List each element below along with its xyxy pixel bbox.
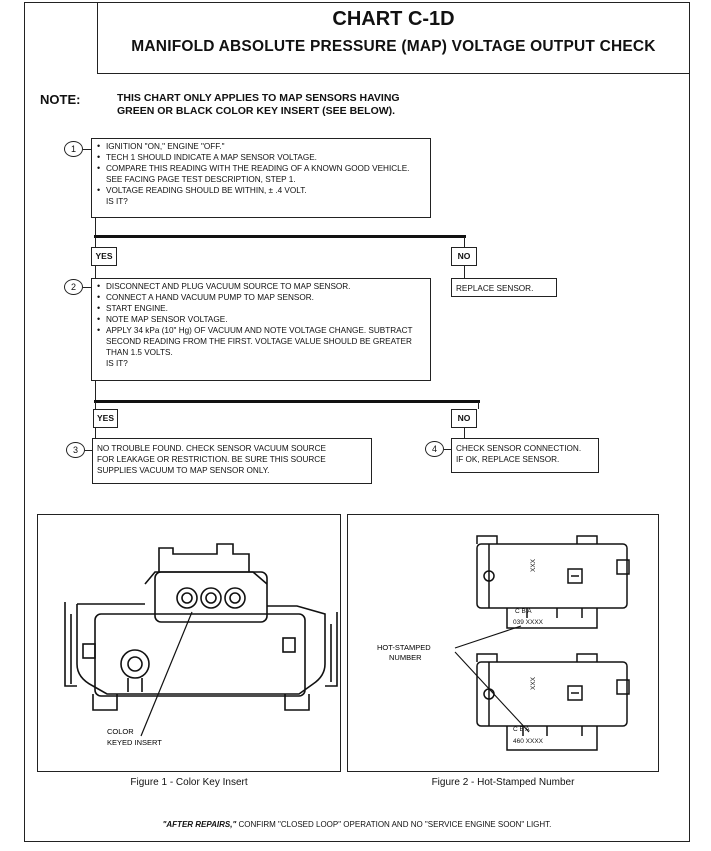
page-frame xyxy=(24,2,690,842)
step-4-line: IF OK, REPLACE SENSOR. xyxy=(456,455,560,464)
step-1-number: 1 xyxy=(64,141,83,157)
top-stamp-code: 039 XXXX xyxy=(513,619,544,626)
hot-stamped-sensors-drawing: XXX XXX C B A 039 XXXX C B A 460 XXXX HO… xyxy=(377,535,630,751)
step-4-connector xyxy=(444,449,451,450)
note-label: NOTE: xyxy=(40,92,81,107)
replace-sensor-box: REPLACE SENSOR. xyxy=(451,278,557,297)
chart-subtitle: MANIFOLD ABSOLUTE PRESSURE (MAP) VOLTAGE… xyxy=(131,38,656,55)
step-1-box: IGNITION "ON," ENGINE "OFF." TECH 1 SHOU… xyxy=(91,138,431,218)
step-3-number: 3 xyxy=(66,442,85,458)
figure-1-callout-line-1: COLOR xyxy=(107,727,134,736)
yes-1-box: YES xyxy=(91,247,117,266)
step-2-connector xyxy=(83,287,91,288)
note-line-2: GREEN OR BLACK COLOR KEY INSERT (SEE BEL… xyxy=(117,105,396,117)
step-2-number: 2 xyxy=(64,279,83,295)
step-3-line: FOR LEAKAGE OR RESTRICTION. BE SURE THIS… xyxy=(97,455,326,464)
yes-2-box: YES xyxy=(93,409,118,428)
figure-1-panel xyxy=(37,514,341,772)
yes-2-stem xyxy=(95,402,96,409)
step-1-bullet: COMPARE THIS READING WITH THE READING OF… xyxy=(97,163,426,185)
step-2-down-line xyxy=(95,381,96,401)
footer-emphasis: "AFTER REPAIRS," xyxy=(162,820,237,829)
step-2-bullet: NOTE MAP SENSOR VOLTAGE. xyxy=(97,314,426,325)
figure-1-caption: Figure 1 - Color Key Insert xyxy=(130,777,248,788)
no-1-stem xyxy=(464,237,465,247)
no-2-down-line xyxy=(464,428,465,438)
step-4-line: CHECK SENSOR CONNECTION. xyxy=(456,444,582,453)
title-box xyxy=(97,2,690,74)
top-pin-labels: C B A xyxy=(515,608,532,615)
step-1-connector xyxy=(83,149,91,150)
bottom-side-mark: XXX xyxy=(530,676,537,690)
note-line-1: THIS CHART ONLY APPLIES TO MAP SENSORS H… xyxy=(117,92,400,104)
step-1-down-line xyxy=(95,218,96,236)
figure-2-caption: Figure 2 - Hot-Stamped Number xyxy=(431,777,575,788)
branch-1-bar xyxy=(94,235,466,238)
step-4-number: 4 xyxy=(425,441,444,457)
bottom-stamp-code: 460 XXXX xyxy=(513,738,544,745)
step-3-connector xyxy=(85,450,92,451)
no-1-down-line xyxy=(464,266,465,278)
step-1-bullet: VOLTAGE READING SHOULD BE WITHIN, ± .4 V… xyxy=(97,185,426,196)
step-3-line: NO TROUBLE FOUND. CHECK SENSOR VACUUM SO… xyxy=(97,444,326,453)
branch-2-bar xyxy=(94,400,480,403)
step-1-question: IS IT? xyxy=(106,197,128,206)
no-2-stem xyxy=(478,402,479,409)
step-1-bullet: TECH 1 SHOULD INDICATE A MAP SENSOR VOLT… xyxy=(97,152,426,163)
footer-text: CONFIRM "CLOSED LOOP" OPERATION AND NO "… xyxy=(236,820,552,829)
step-3-line: SUPPLIES VACUUM TO MAP SENSOR ONLY. xyxy=(97,466,270,475)
step-2-box: DISCONNECT AND PLUG VACUUM SOURCE TO MAP… xyxy=(91,278,431,381)
step-2-bullet: DISCONNECT AND PLUG VACUUM SOURCE TO MAP… xyxy=(97,281,426,292)
step-4-box: CHECK SENSOR CONNECTION. IF OK, REPLACE … xyxy=(451,438,599,473)
step-2-question: IS IT? xyxy=(106,359,128,368)
figure-2-callout-line-2: NUMBER xyxy=(389,653,422,662)
no-2-box: NO xyxy=(451,409,477,428)
figure-1-callout-line-2: KEYED INSERT xyxy=(107,738,162,747)
yes-1-stem xyxy=(95,237,96,247)
step-2-bullet: START ENGINE. xyxy=(97,303,426,314)
figure-2-callout-line-1: HOT-STAMPED xyxy=(377,643,431,652)
yes-1-down-line xyxy=(95,266,96,278)
chart-title: CHART C-1D xyxy=(332,8,455,30)
step-2-bullet: APPLY 34 kPa (10" Hg) OF VACUUM AND NOTE… xyxy=(97,325,426,358)
bottom-pin-labels: C B A xyxy=(513,726,530,733)
figure-2-panel xyxy=(347,514,659,772)
replace-sensor-text: REPLACE SENSOR. xyxy=(456,284,534,293)
no-1-box: NO xyxy=(451,247,477,266)
top-side-mark: XXX xyxy=(530,558,537,572)
note-text: THIS CHART ONLY APPLIES TO MAP SENSORS H… xyxy=(117,92,437,118)
yes-2-down-line xyxy=(95,428,96,438)
step-2-bullet: CONNECT A HAND VACUUM PUMP TO MAP SENSOR… xyxy=(97,292,426,303)
step-1-bullet: IGNITION "ON," ENGINE "OFF." xyxy=(97,141,426,152)
footer-note: "AFTER REPAIRS," CONFIRM "CLOSED LOOP" O… xyxy=(24,820,690,829)
step-3-box: NO TROUBLE FOUND. CHECK SENSOR VACUUM SO… xyxy=(92,438,372,484)
map-sensor-drawing: COLOR KEYED INSERT xyxy=(64,543,338,747)
